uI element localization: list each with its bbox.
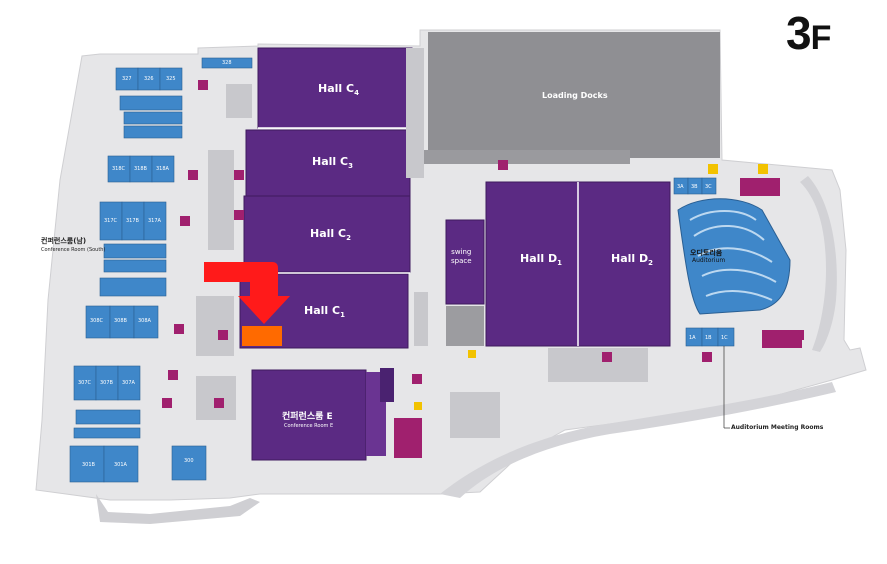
target-booth-marker (242, 326, 282, 346)
loading-docks-area (428, 32, 720, 158)
restroom-block (740, 178, 780, 196)
conference-south-ko-label: 컨퍼런스룸(남) (41, 237, 87, 245)
room-label: 308C (90, 318, 104, 324)
hall-sub: 1 (340, 311, 345, 320)
swing-space-line2: space (451, 257, 472, 265)
conference-e-en-label: Conference Room E (284, 423, 334, 429)
hall-name: Hall C (318, 82, 355, 95)
hall-c4-label[interactable]: Hall C4 (318, 82, 359, 97)
room-label: 317B (126, 218, 139, 224)
room-label: 308B (114, 318, 127, 324)
hall-c3-area[interactable] (245, 129, 411, 197)
swing-space-label: swing space (451, 248, 472, 266)
hall-d1-label[interactable]: Hall D1 (520, 252, 562, 267)
hall-sub: 1 (557, 259, 563, 268)
auditorium-meeting-rooms-label: Auditorium Meeting Rooms (731, 424, 824, 431)
restroom-block (762, 330, 802, 348)
elevator-icons (414, 164, 768, 410)
conference-rooms-south[interactable] (69, 57, 735, 483)
right-curve (800, 176, 837, 352)
room-label: 3B (691, 184, 698, 190)
room-label: 307C (78, 380, 92, 386)
room-label: 3A (677, 184, 684, 190)
auditorium-ko-label: 오디토리움 (690, 249, 723, 257)
hall-d2-label[interactable]: Hall D2 (611, 252, 653, 267)
auditorium-en-label: Auditorium (692, 257, 726, 264)
room-label: 326 (144, 76, 154, 82)
hall-name: Hall D (520, 252, 558, 265)
floor-number: 3 (786, 7, 812, 59)
hall-name: Hall C (312, 155, 349, 168)
hall-c1-label[interactable]: Hall C1 (304, 304, 345, 319)
room-label: 328 (222, 60, 232, 66)
hall-d1-area[interactable] (485, 181, 579, 347)
room-label: 317C (104, 218, 118, 224)
room-label: 301B (82, 462, 95, 468)
restroom-block (394, 418, 422, 458)
hall-sub: 2 (648, 259, 654, 268)
room-label: 307A (122, 380, 135, 386)
room-label: 325 (166, 76, 176, 82)
loading-docks-band (420, 150, 630, 164)
hall-sub: 4 (354, 89, 359, 98)
room-label: 308A (138, 318, 151, 324)
walkway-curve (96, 494, 260, 524)
swing-space-lower (446, 306, 484, 346)
room-label: 318B (134, 166, 147, 172)
room-label: 318C (112, 166, 126, 172)
auditorium-seating[interactable] (677, 198, 791, 315)
room-label: 307B (100, 380, 113, 386)
room-label: 1C (721, 335, 728, 341)
room-label: 1A (689, 335, 696, 341)
hall-sub: 3 (348, 162, 353, 171)
direction-arrow-marker (204, 262, 290, 324)
hall-name: Hall C (304, 304, 341, 317)
room-label: 327 (122, 76, 132, 82)
hall-name: Hall D (611, 252, 649, 265)
restroom-icons (162, 80, 804, 408)
service-corridors (196, 48, 648, 438)
hall-c2-label[interactable]: Hall C2 (310, 227, 351, 242)
hall-c2-area[interactable] (243, 195, 411, 273)
conference-e-ko-label: 컨퍼런스룸 E (282, 412, 333, 422)
room-label: 301A (114, 462, 127, 468)
room-label: 1B (705, 335, 712, 341)
floor-suffix: F (810, 19, 832, 57)
room-label: 3C (705, 184, 712, 190)
room-label: 300 (184, 458, 194, 464)
hall-name: Hall C (310, 227, 347, 240)
bottom-right-curve (440, 382, 836, 498)
conference-south-en-label: Conference Room (South) (41, 247, 106, 253)
floor-label: 3F (786, 6, 832, 60)
room-label: 318A (156, 166, 169, 172)
room-label: 317A (148, 218, 161, 224)
hall-sub: 2 (346, 234, 351, 243)
conference-e-area[interactable] (251, 369, 367, 461)
loading-docks-label: Loading Docks (542, 91, 608, 100)
hall-c4-area[interactable] (257, 47, 413, 129)
conference-e-annex2 (380, 368, 394, 402)
swing-space-area[interactable] (445, 219, 485, 305)
swing-space-line1: swing (451, 248, 472, 256)
hall-d2-area[interactable] (577, 181, 671, 347)
hall-c3-label[interactable]: Hall C3 (312, 155, 353, 170)
